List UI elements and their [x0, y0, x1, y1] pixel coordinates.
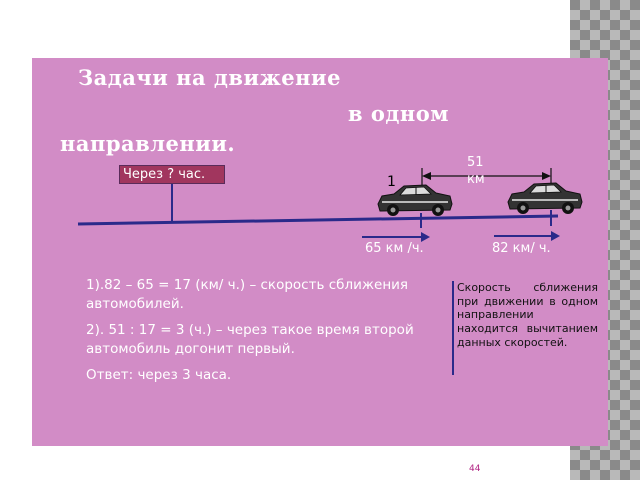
page-number: 44: [469, 464, 481, 474]
car-icon: [377, 184, 453, 216]
car-number-label: 1: [387, 174, 396, 190]
slide-title-line-1: Задачи на движение: [78, 65, 341, 90]
solution-answer: Ответ: через 3 часа.: [86, 367, 232, 383]
slide-panel: [32, 58, 608, 446]
slide-title-line-2: в одном: [348, 101, 450, 126]
solution-block: 1).82 – 65 = 17 (км/ ч.) – скорость сбли…: [86, 276, 466, 392]
time-question-label: Через ? час.: [119, 165, 225, 184]
car-icon: [507, 182, 583, 214]
rule-note-text: Скорость сближения при движении в одном …: [457, 281, 598, 349]
distance-value: 51: [467, 155, 484, 170]
road-line: [77, 214, 559, 226]
arrow-right-icon: [494, 231, 560, 241]
speed-label-first-car: 65 км /ч.: [365, 241, 424, 256]
speed-label-second-car: 82 км/ ч.: [492, 241, 551, 256]
distance-unit: км: [467, 172, 485, 187]
distance-bracket: [421, 168, 552, 186]
rule-note: Скорость сближения при движении в одном …: [452, 281, 598, 375]
slide-title-line-3: направлении.: [60, 131, 236, 156]
arrow-right-icon: [362, 232, 430, 242]
solution-step-1: 1).82 – 65 = 17 (км/ ч.) – скорость сбли…: [86, 277, 409, 312]
solution-step-2: 2). 51 : 17 = 3 (ч.) – через такое время…: [86, 322, 414, 357]
